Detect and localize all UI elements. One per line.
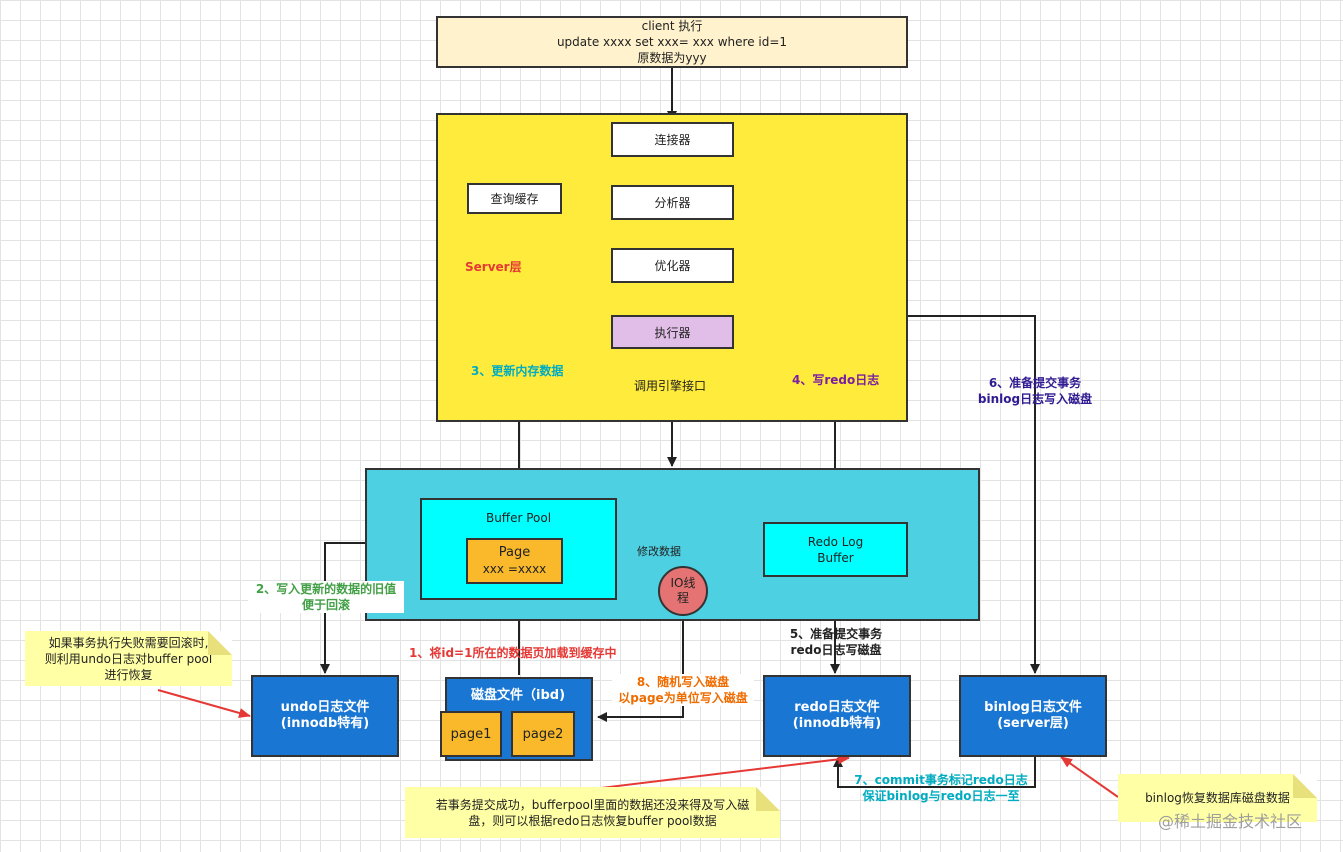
query-cache-box: 查询缓存	[467, 183, 562, 214]
step-6-line-1: 6、准备提交事务	[988, 376, 1082, 390]
step-5-label: 5、准备提交事务 redo日志写磁盘	[776, 626, 896, 658]
client-line-1: client 执行	[641, 19, 703, 33]
io-thread-circle: IO线 程	[658, 566, 708, 616]
client-statement-box: client 执行 update xxxx set xxx= xxx where…	[436, 16, 908, 68]
page-box: Page xxx =xxxx	[466, 538, 563, 584]
client-line-3: 原数据为yyy	[637, 51, 707, 65]
redo-log-buffer-box: Redo Log Buffer	[763, 522, 908, 577]
io-thread-line-2: 程	[676, 591, 689, 605]
step-3-label: 3、更新内存数据	[471, 364, 564, 378]
undo-file-line-1: undo日志文件	[280, 700, 370, 715]
step-5-line-1: 5、准备提交事务	[789, 627, 883, 641]
step-7-line-1: 7、commit事务标记redo日志	[854, 773, 1028, 787]
disk-file-title: 磁盘文件（ibd)	[471, 688, 566, 703]
step-2-label: 2、写入更新的数据的旧值 便于回滚	[248, 581, 404, 613]
redo-recovery-note: 若事务提交成功，bufferpool里面的数据还没来得及写入磁 盘，则可以根据r…	[405, 787, 780, 838]
redo-buffer-line-1: Redo Log	[807, 534, 864, 549]
undo-rollback-note: 如果事务执行失败需要回滚时, 则利用undo日志对buffer pool 进行恢…	[25, 631, 232, 686]
step-5-line-2: redo日志写磁盘	[790, 643, 882, 657]
redo-log-file-box: redo日志文件 (innodb特有)	[763, 675, 911, 757]
step-6-label: 6、准备提交事务 binlog日志写入磁盘	[975, 375, 1095, 407]
binlog-note-line-1: binlog恢复数据库磁盘数据	[1145, 791, 1290, 805]
redo-buffer-line-2: Buffer	[817, 550, 854, 565]
page-value: xxx =xxxx	[482, 562, 547, 576]
page2-box: page2	[511, 711, 575, 757]
step-2-line-1: 2、写入更新的数据的旧值	[255, 582, 397, 596]
page1-box: page1	[440, 711, 502, 757]
binlog-file-line-2: (server层)	[997, 716, 1069, 731]
binlog-file-box: binlog日志文件 (server层)	[959, 675, 1107, 757]
undo-log-file-box: undo日志文件 (innodb特有)	[251, 675, 399, 757]
redo-file-line-1: redo日志文件	[794, 700, 880, 715]
undo-note-line-1: 如果事务执行失败需要回滚时,	[48, 635, 209, 650]
page-title: Page	[498, 545, 531, 560]
step-8-label: 8、随机写入磁盘 以page为单位写入磁盘	[612, 674, 754, 706]
step-8-line-2: 以page为单位写入磁盘	[618, 691, 748, 705]
step-8-line-1: 8、随机写入磁盘	[636, 675, 730, 689]
undo-note-line-2: 则利用undo日志对buffer pool	[44, 651, 213, 666]
connector-box: 连接器	[611, 122, 734, 157]
redo-note-line-2: 盘，则可以根据redo日志恢复buffer pool数据	[468, 813, 717, 828]
redo-note-line-1: 若事务提交成功，bufferpool里面的数据还没来得及写入磁	[435, 797, 750, 812]
server-layer-label: Server层	[465, 260, 522, 274]
step-4-label: 4、写redo日志	[792, 373, 880, 387]
analyzer-box: 分析器	[611, 185, 734, 220]
step-1-label: 1、将id=1所在的数据页加载到缓存中	[409, 646, 617, 660]
call-engine-label: 调用引擎接口	[634, 379, 707, 393]
buffer-pool-label: Buffer Pool	[485, 511, 552, 525]
redo-file-line-2: (innodb特有)	[792, 716, 882, 731]
step-7-line-2: 保证binlog与redo日志一至	[862, 789, 1020, 803]
client-line-2: update xxxx set xxx= xxx where id=1	[556, 35, 788, 49]
undo-note-line-3: 进行恢复	[104, 667, 153, 682]
step-2-line-2: 便于回滚	[301, 598, 350, 612]
modify-data-label: 修改数据	[636, 543, 682, 559]
watermark: @稀土掘金技术社区	[1158, 812, 1303, 831]
binlog-file-line-1: binlog日志文件	[984, 700, 1082, 715]
binlog-recovery-note: binlog恢复数据库磁盘数据	[1118, 774, 1317, 822]
optimizer-box: 优化器	[611, 248, 734, 283]
step-7-label: 7、commit事务标记redo日志 保证binlog与redo日志一至	[852, 772, 1030, 804]
undo-file-line-2: (innodb特有)	[280, 716, 370, 731]
io-thread-line-1: IO线	[670, 576, 696, 590]
step-6-line-2: binlog日志写入磁盘	[977, 392, 1093, 406]
executor-box: 执行器	[611, 315, 734, 349]
